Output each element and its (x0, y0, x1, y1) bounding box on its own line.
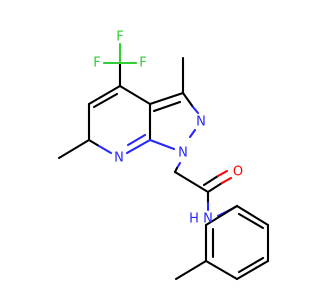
bond-c3-n2 (181, 91, 195, 109)
bond-c6-n7 (87, 138, 101, 148)
bond-carbonyl-o-2-red (216, 169, 229, 178)
atom-f-left: F (93, 56, 100, 71)
bond-carbonyl-o (206, 181, 224, 194)
bond-ar4-ar5 (204, 259, 239, 281)
atom-f-top-label: F (116, 30, 123, 45)
bond-ar3-ar4-inner (237, 256, 265, 274)
bond-ch2-carbonyl (173, 170, 210, 194)
atom-o-carbonyl-label: O (233, 165, 243, 180)
bond-ar3-ar4 (235, 259, 270, 281)
bond-c4-c5 (87, 84, 122, 106)
atom-f-left-label: F (93, 56, 100, 71)
bond-ar1-ar2 (235, 204, 270, 227)
bond-c3-n2-blue (191, 105, 200, 115)
bond-aryl-methyl (174, 259, 208, 281)
atom-n-pyrazole-2: N (196, 115, 206, 130)
atom-n-pyridine: N (114, 151, 124, 166)
bond-c6-methyl (57, 138, 91, 160)
bond-ar6-ar1 (204, 204, 239, 227)
bond-n1-c7a (148, 138, 176, 151)
bond-n7-c7a-inner (126, 133, 147, 147)
atom-n-amide: N (203, 212, 213, 227)
atom-h-amide: H (189, 212, 199, 227)
atom-n-amide-label: N (203, 212, 213, 227)
atom-f-right-label: F (139, 56, 146, 71)
atom-n-pyrazole-1: N (178, 146, 188, 161)
bond-n2-n1 (188, 128, 197, 139)
atom-n-pyridine-label: N (114, 151, 124, 166)
molecule-structure: F F F N N N O N H (57, 30, 270, 281)
bond-ar1-ar2-inner (237, 212, 265, 230)
atom-o-carbonyl: O (233, 165, 243, 180)
bond-c3a-c3 (148, 91, 185, 106)
bond-c6-n7-blue (97, 144, 113, 155)
bond-c3a-c4 (118, 84, 152, 106)
bond-c4-c5-inner (92, 92, 119, 109)
atom-n-pyrazole-1-label: N (178, 146, 188, 161)
bond-n7-c7a (125, 138, 152, 155)
bond-carbonyl-o-red (220, 176, 233, 185)
atom-n-pyrazole-2-label: N (196, 115, 206, 130)
bond-carbonyl-o-2 (202, 174, 220, 187)
atom-f-top: F (116, 30, 123, 45)
atom-h-amide-label: H (189, 212, 199, 227)
atom-f-right: F (139, 56, 146, 71)
bond-c3a-c3-inner (152, 100, 182, 113)
